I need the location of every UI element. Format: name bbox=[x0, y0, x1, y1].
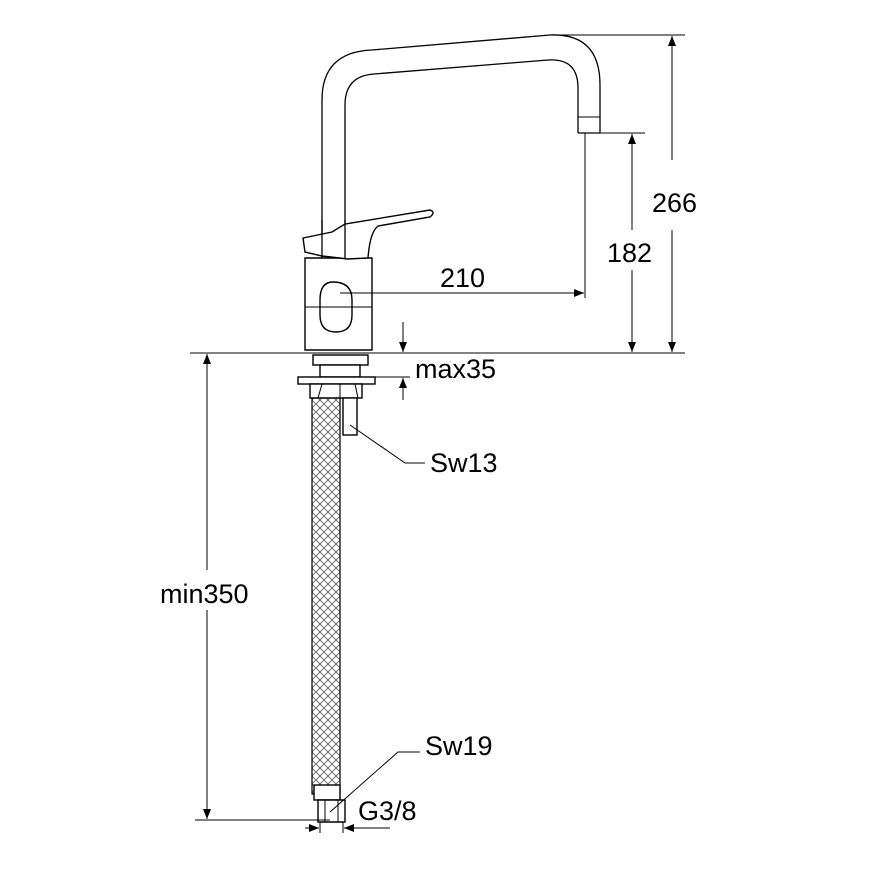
lever-handle bbox=[302, 209, 434, 260]
mixer-body bbox=[304, 257, 373, 351]
dimension-210: 210 bbox=[340, 133, 586, 298]
dimension-266: 266 bbox=[555, 34, 697, 352]
mounting-kit bbox=[297, 354, 376, 399]
dimension-182: 182 bbox=[600, 132, 652, 352]
dimension-max35-label: max35 bbox=[415, 354, 496, 384]
dimension-g3-8-label: G3/8 bbox=[358, 796, 417, 826]
callout-sw13: Sw13 bbox=[349, 424, 498, 478]
dimension-max35: max35 bbox=[368, 322, 496, 400]
callout-sw13-label: Sw13 bbox=[430, 448, 498, 478]
supply-fitting bbox=[342, 397, 358, 436]
dimension-g3-8: G3/8 bbox=[305, 796, 417, 833]
dimension-min350: min350 bbox=[160, 354, 330, 821]
dimension-266-label: 266 bbox=[652, 188, 697, 218]
supply-hose bbox=[311, 397, 346, 823]
callout-sw19-label: Sw19 bbox=[425, 731, 493, 761]
dimension-min350-label: min350 bbox=[160, 579, 249, 609]
dimension-182-label: 182 bbox=[607, 238, 652, 268]
callout-sw19: Sw19 bbox=[329, 731, 493, 813]
dimension-210-label: 210 bbox=[440, 263, 485, 293]
spout bbox=[321, 34, 601, 300]
